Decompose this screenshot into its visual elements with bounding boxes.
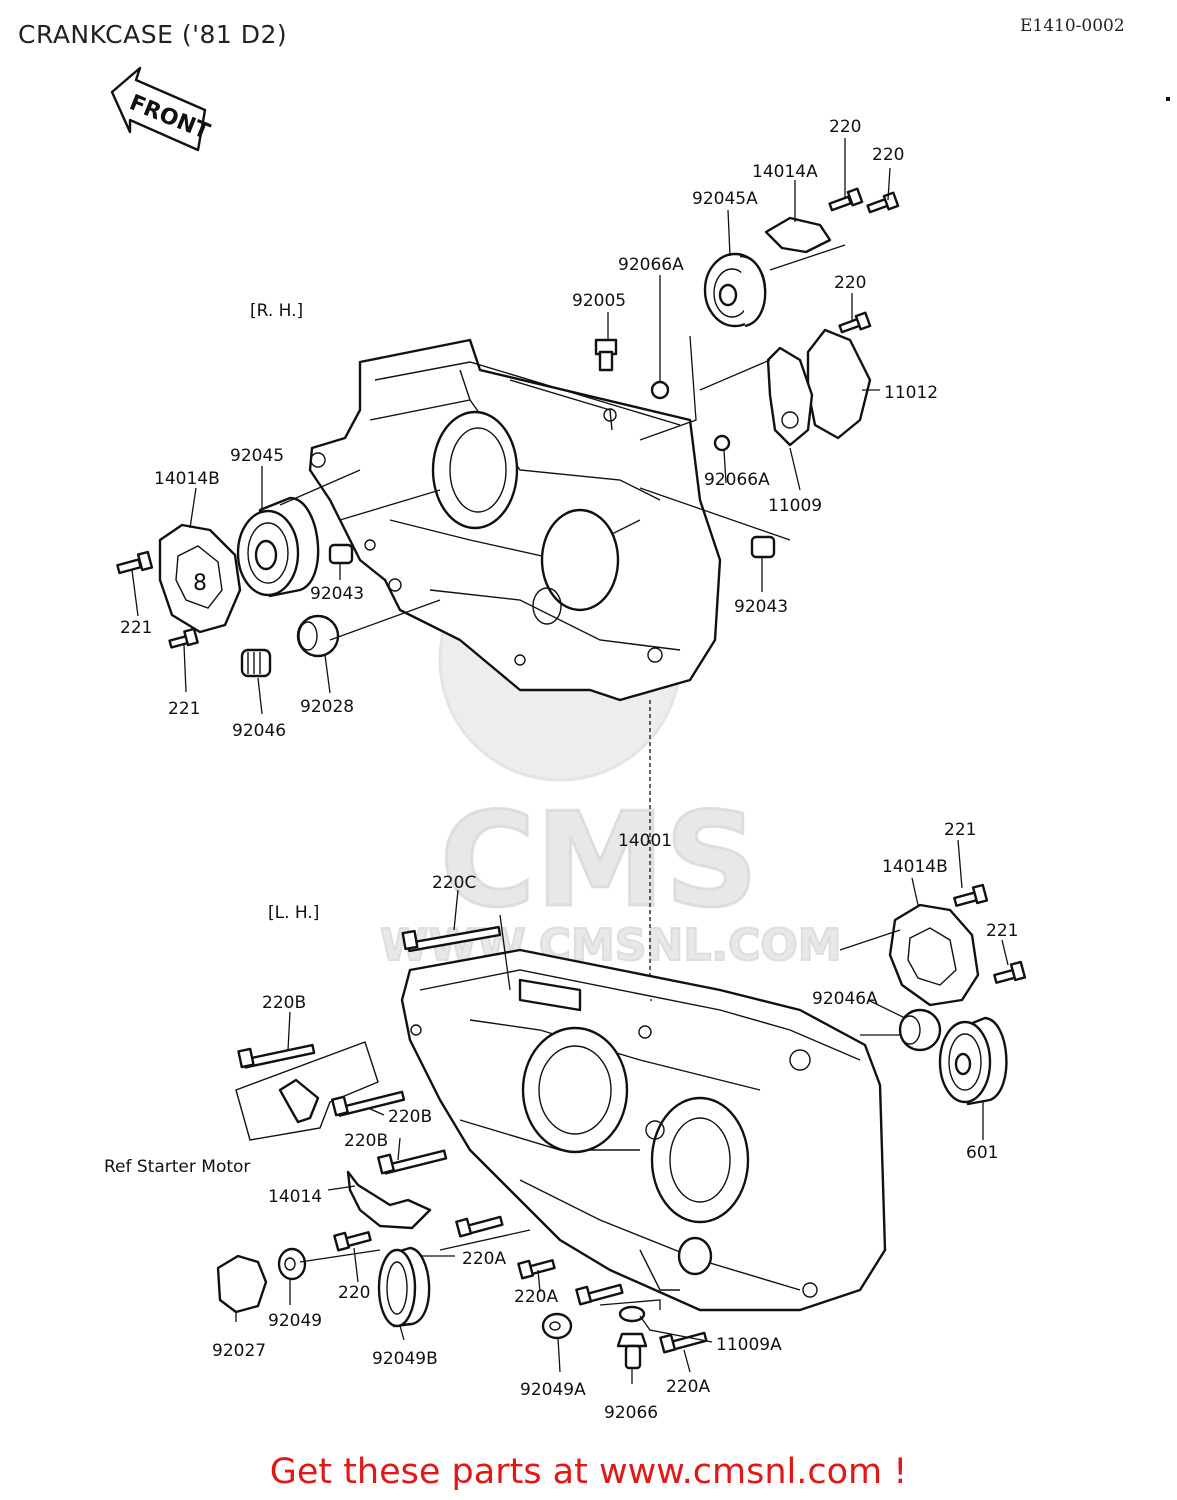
callout-92005: 92005 — [572, 291, 626, 311]
bolt-221d-icon — [993, 960, 1027, 984]
callout-14014B: 14014B — [154, 469, 220, 489]
rh-leader-lines — [131, 138, 891, 1000]
needle-bearing-92046-icon — [240, 648, 272, 678]
rh-parts: 8 — [116, 187, 900, 678]
callout-220: 220 — [338, 1283, 370, 1303]
lh-leader-lines — [235, 839, 1009, 1384]
washer-92049A-icon — [541, 1312, 573, 1340]
page-title: CRANKCASE ('81 D2) — [18, 20, 288, 49]
bolt-221c-icon — [953, 883, 989, 907]
lh-section-label: [L. H.] — [268, 903, 319, 923]
callout-92066: 92066 — [604, 1403, 658, 1423]
starter-bracket-icon — [235, 1041, 379, 1141]
fitting-92005-icon — [594, 338, 618, 372]
callout-601: 601 — [966, 1143, 998, 1163]
dowel-92043-icon — [328, 543, 354, 565]
front-arrow-icon: FRONT — [110, 66, 213, 152]
callout-14014B: 14014B — [882, 857, 948, 877]
callout-220B: 220B — [262, 993, 306, 1013]
callout-92028: 92028 — [300, 697, 354, 717]
callout-220A: 220A — [666, 1377, 710, 1397]
bolt-220B-b-icon — [331, 1090, 406, 1117]
callout-92027: 92027 — [212, 1341, 266, 1361]
ring-92066A-icon — [650, 380, 670, 400]
callout-220A: 220A — [462, 1249, 506, 1269]
bolt-220A-d-icon — [659, 1331, 708, 1354]
bushing-92028-icon — [296, 614, 340, 658]
bolt-220B-icon — [237, 1043, 316, 1069]
callout-92066A: 92066A — [704, 470, 770, 490]
bearing-601-icon — [938, 1016, 1008, 1106]
cap-14014B-lh-icon — [888, 903, 980, 1007]
drain-plug-92066-icon — [616, 1332, 648, 1370]
bolt-220-low-icon — [333, 1231, 372, 1252]
bearing-92045-icon — [236, 496, 320, 598]
callout-14014A: 14014A — [752, 162, 818, 182]
callout-92046A: 92046A — [812, 989, 878, 1009]
washer-92049-icon — [277, 1247, 307, 1281]
callout-221: 221 — [120, 618, 152, 638]
cap-92027-icon — [216, 1254, 268, 1314]
callout-11009A: 11009A — [716, 1335, 782, 1355]
callout-11012: 11012 — [884, 383, 938, 403]
callout-92049A: 92049A — [520, 1380, 586, 1400]
callout-92045: 92045 — [230, 446, 284, 466]
plate-14014A-icon — [764, 216, 832, 254]
parts-link[interactable]: Get these parts at www.cmsnl.com ! — [269, 1452, 908, 1492]
callout-220: 220 — [834, 273, 866, 293]
callout-221: 221 — [986, 921, 1018, 941]
gasket-11009-icon — [766, 346, 814, 447]
callout-labels: 220 220 14014A 92045A 92066A 220 92005 1… — [120, 117, 1018, 1423]
lh-parts — [216, 883, 1027, 1370]
callout-92049: 92049 — [268, 1311, 322, 1331]
callout-92043: 92043 — [734, 597, 788, 617]
callout-14014: 14014 — [268, 1187, 322, 1207]
callout-14001: 14001 — [618, 831, 672, 851]
callout-220: 220 — [872, 145, 904, 165]
bolt-220B-c-icon — [377, 1149, 448, 1175]
callout-11009: 11009 — [768, 496, 822, 516]
cap-number: 8 — [193, 571, 207, 596]
diagram-code: E1410-0002 — [1020, 16, 1125, 36]
dowel-92043b-icon — [750, 535, 776, 559]
plate-14014-icon — [346, 1170, 432, 1230]
bearing-92045A-icon — [703, 252, 767, 328]
bolt-220c-icon — [838, 311, 872, 334]
bolt-220-icon — [828, 187, 864, 212]
bolt-220A-b-icon — [517, 1259, 556, 1280]
callout-92045A: 92045A — [692, 189, 758, 209]
starter-motor-note: Ref Starter Motor — [104, 1157, 250, 1177]
seal-92049B-icon — [377, 1246, 431, 1328]
callout-220B: 220B — [388, 1107, 432, 1127]
callout-92046: 92046 — [232, 721, 286, 741]
callout-92066A: 92066A — [618, 255, 684, 275]
callout-220C: 220C — [432, 873, 476, 893]
callout-220A: 220A — [514, 1287, 558, 1307]
lh-crankcase-part — [400, 948, 887, 1312]
bolt-221-icon — [116, 550, 154, 575]
ring-92066A-b-icon — [713, 434, 731, 452]
cover-11012-icon — [806, 328, 872, 440]
callout-221: 221 — [168, 699, 200, 719]
callout-92043: 92043 — [310, 584, 364, 604]
callout-221: 221 — [944, 820, 976, 840]
watermark-brand: CMS — [440, 784, 758, 936]
gasket-11009A-icon — [618, 1305, 646, 1323]
cap-14014B-icon: 8 — [158, 523, 242, 634]
bolt-220b-icon — [866, 191, 900, 214]
needle-bearing-92046A-icon — [898, 1008, 942, 1052]
callout-92049B: 92049B — [372, 1349, 438, 1369]
callout-220: 220 — [829, 117, 861, 137]
bolt-220A-c-icon — [575, 1283, 624, 1306]
bolt-220C-icon — [401, 925, 502, 953]
bolt-220A-icon — [455, 1215, 504, 1238]
bolt-221b-icon — [168, 627, 199, 649]
callout-220B: 220B — [344, 1131, 388, 1151]
rh-section-label: [R. H.] — [250, 301, 303, 321]
